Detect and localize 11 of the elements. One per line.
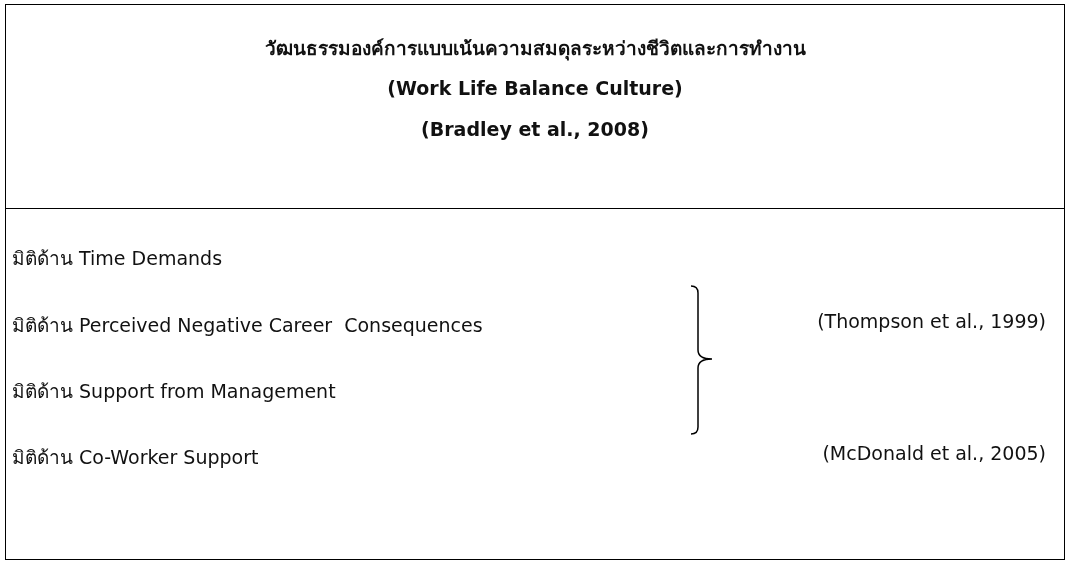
heading-text: (Bradley et al., 2008) [420, 118, 650, 140]
dimension-text: มิติด้าน Perceived Negative Career Consequences [12, 313, 483, 338]
content-box [5, 208, 1065, 560]
heading-text: (Work Life Balance Culture) [386, 77, 684, 99]
citation-text: (Thompson et al., 1999) [817, 310, 1046, 332]
dimension-text: มิติด้าน Time Demands [12, 246, 223, 271]
citation-text: (McDonald et al., 2005) [822, 442, 1046, 464]
header-box [5, 4, 1065, 210]
dimension-text: มิติด้าน Co-Worker Support [12, 445, 259, 470]
heading-text: วัฒนธรรมองค์การแบบเน้นความสมดุลระหว่างชีวิตและการทำงาน [263, 36, 807, 63]
dimension-text: มิติด้าน Support from Management [12, 379, 336, 404]
